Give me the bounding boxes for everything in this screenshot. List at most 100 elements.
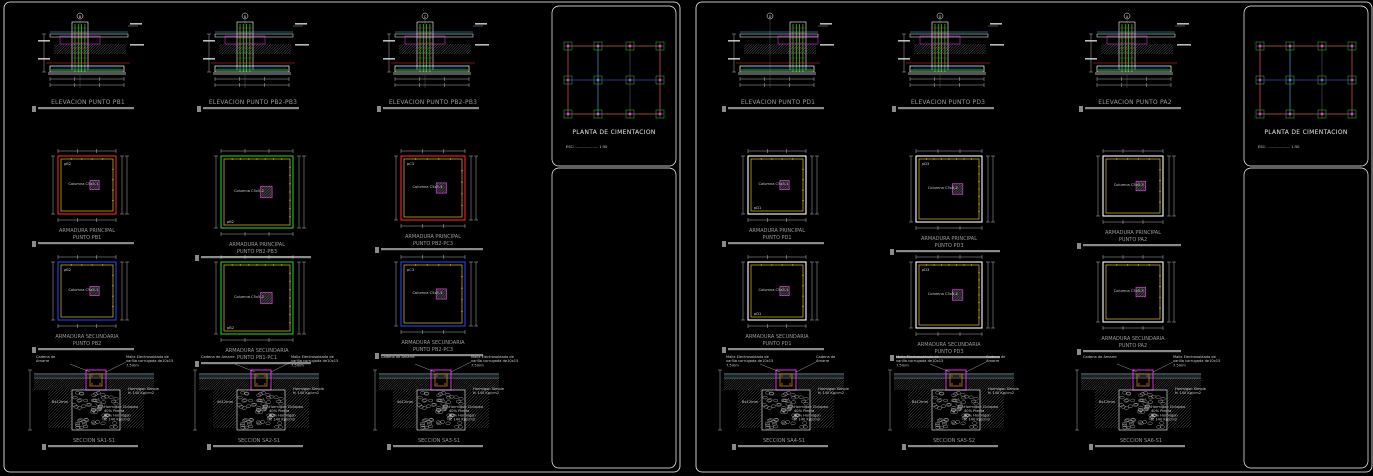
section-dimension-label: 4d12mm [217,400,234,404]
rebar-dot [970,264,973,266]
section-note-bottom: Hormigon Ciclopeo [964,405,998,409]
column-label: Columna C5x5-1 [758,288,788,292]
rebar-dot [955,158,958,160]
footing-outline [915,261,983,329]
rebar-dot [925,158,928,160]
plan-caption-line1: ARMADURA PRINCIPAL [921,236,977,242]
rebar-dot [444,375,446,377]
column-label: Columna C5x5-3 [413,185,443,189]
column-footprint [435,182,447,194]
rebar-dot [449,158,452,160]
rebar-dot [438,158,440,160]
caption-underline [381,354,483,357]
sheet-frame [3,1,681,473]
rebar-dot [239,158,242,160]
section-note-right: Amarre [986,359,1000,363]
section-note-left: Cadena de Amarre [201,355,235,359]
footing-outline [1102,261,1164,323]
soil-hatch [198,377,250,391]
stirrup [434,373,448,387]
rebar-dot [264,158,266,160]
caption-underline [728,242,824,245]
caption-underline [738,445,828,448]
plan-footing [563,109,573,119]
rebar-dot [1148,158,1150,160]
rebar-dot [99,383,101,385]
annotation [820,23,832,25]
footing-outline [747,155,807,215]
soil-hatch [913,43,987,55]
soil-hatch [33,377,85,391]
cyclopean-footing [416,389,466,431]
soil-hatch [797,377,845,391]
annotation [1177,23,1189,25]
rebar-grid [403,158,463,218]
section-note-right: Amarre [816,359,830,363]
footing-outline [400,155,466,221]
rebar-dot [963,264,965,266]
plan-caption-line1: ARMADURA PRINCIPAL [749,228,805,234]
section-note-bottom: Hormigon Ciclopeo [449,405,483,409]
soil-hatch [89,180,100,190]
plan-caption-line2: PUNTO PB1-PC1 [237,355,277,361]
column-label: Columna C5x5-2 [234,295,264,299]
caption-underline [1095,445,1185,448]
leader-line [234,363,256,373]
column-label: Columna C5x5-1 [758,182,788,186]
plan-title: PLANTA DE CIMENTACION [572,129,655,136]
rebar-dot [248,158,250,160]
caption-underline [728,348,824,351]
rebar-dot [444,383,446,385]
rebar-dot [760,158,763,160]
soil-hatch [1154,377,1202,391]
foundation-plan-key [563,41,665,119]
section-note-left: varilla corrugada de10x15 [896,359,943,363]
annotation [990,44,1004,46]
grid-mark-label: B [244,15,247,19]
rebar-dot [781,375,783,377]
plan-footing [1347,41,1357,51]
rebar-grid [750,158,804,212]
soil-hatch [272,377,320,391]
soil-hatch [1166,389,1192,429]
rebar-dot [955,264,958,266]
stirrup [1136,373,1150,387]
column-footprint [435,288,447,300]
plan-footing [1255,41,1265,51]
blinding-layer [738,72,816,75]
plan-caption-line1: ARMADURA SECUNDARIA [55,334,119,340]
leader-line [450,361,472,373]
rebar-dot [789,375,791,377]
rebar-dot [426,158,428,160]
rebar-grid [60,264,114,318]
cyclopean-concrete-fill [1118,391,1166,430]
section-note-bottom: 40% Piedra [794,409,814,413]
plan-caption-line2: PUNTO PB1 [73,235,102,241]
section-note-left: Malla Electrosoldada de [896,355,940,359]
soil-hatch [260,186,273,198]
slab-strip [739,33,819,38]
rebar-dot [1146,375,1148,377]
plan-caption-line2: PUNTO PB2-PB3 [237,249,277,255]
footing-outline [400,261,466,327]
annotation [130,23,142,25]
section-note-mid: fc 140 Kg/cm2 [473,391,499,395]
column-footprint [260,185,273,199]
soil-hatch [464,389,490,429]
section-note-mid: fc 140 Kg/cm2 [1175,391,1201,395]
rebar-grid [1105,264,1161,320]
grid-mark-label: D [939,15,942,19]
cyclopean-concrete-fill [236,391,284,430]
slab-strip [214,33,294,38]
stirrup [254,373,268,387]
plan-title: PLANTA DE CIMENTACION [1264,129,1347,136]
rebar-dot [281,264,283,266]
section-note-bottom: 40% Piedra [269,409,289,413]
section-note-bottom: Hormigon Ciclopeo [269,405,303,409]
